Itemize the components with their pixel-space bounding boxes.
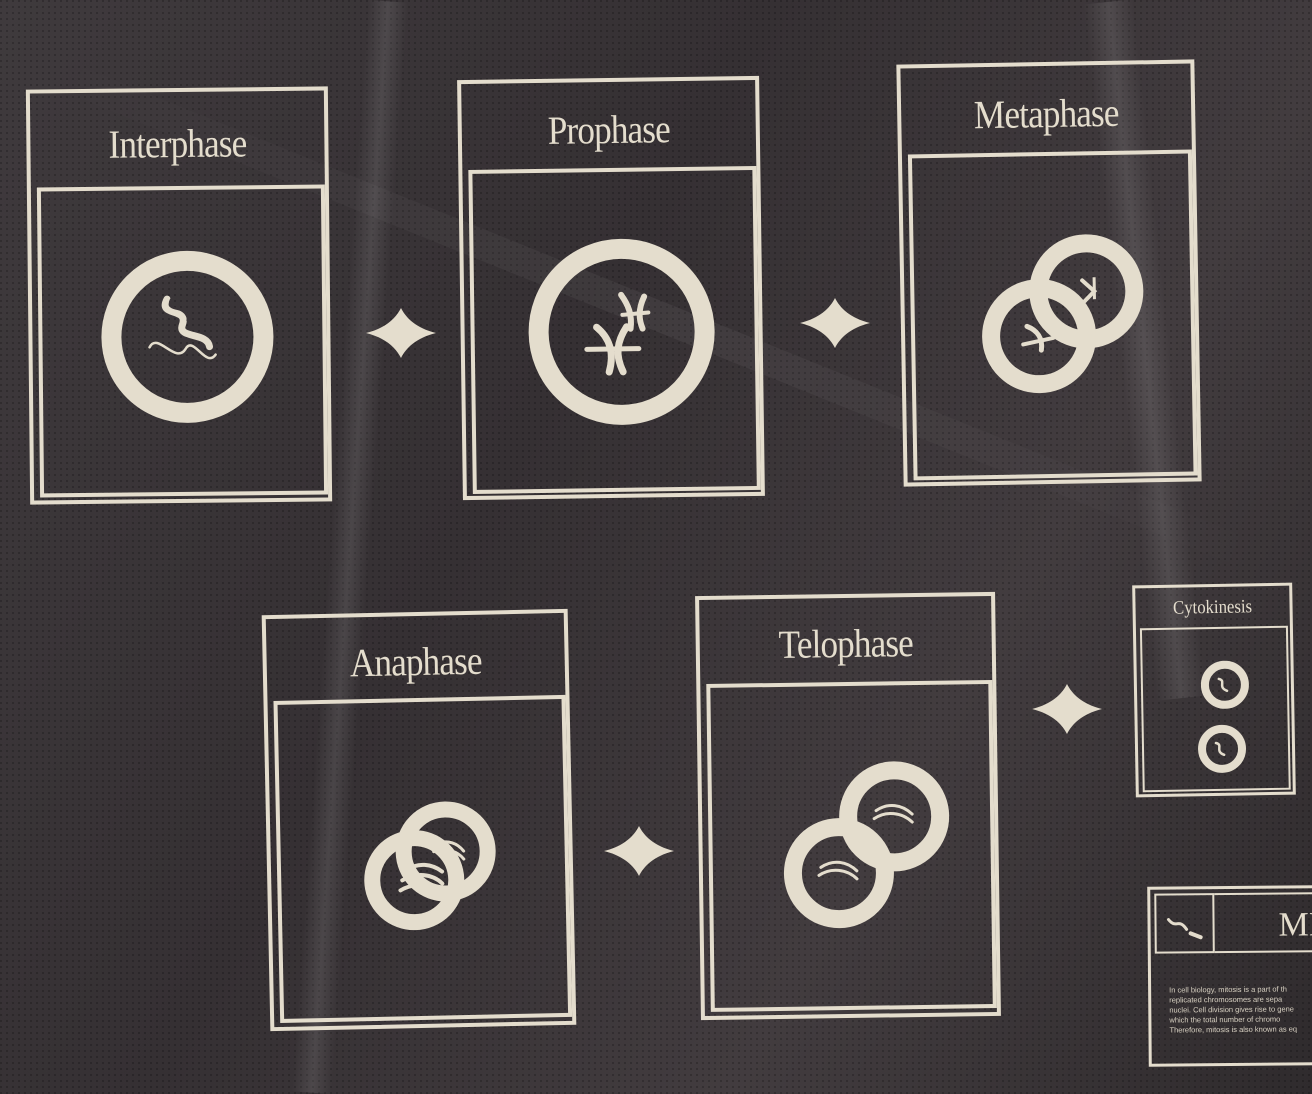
stage-card-interphase: Interphase bbox=[25, 86, 333, 505]
stage-panel bbox=[706, 679, 997, 1012]
info-card-title: MI bbox=[1278, 906, 1312, 944]
stage-panel bbox=[907, 149, 1198, 481]
stage-title: Cytokinesis bbox=[1172, 596, 1253, 619]
cell-anaphase-illustration bbox=[364, 801, 496, 931]
stage-card-metaphase: Metaphase bbox=[896, 59, 1202, 487]
info-card-body: In cell biology, mitosis is a part of th… bbox=[1169, 984, 1312, 1035]
cell-metaphase-illustration bbox=[982, 234, 1144, 394]
stage-title: Metaphase bbox=[973, 89, 1119, 138]
info-line: nuclei. Cell division gives rise to gene bbox=[1169, 1004, 1294, 1015]
cell-prophase-illustration bbox=[528, 238, 715, 425]
stage-panel bbox=[468, 165, 761, 494]
stage-card-cytokinesis: Cytokinesis bbox=[1132, 582, 1296, 798]
info-line: Therefore, mitosis is also known as eq bbox=[1169, 1024, 1298, 1035]
info-card-icon-box bbox=[1154, 893, 1215, 954]
chromosome-icon bbox=[1167, 918, 1203, 940]
stage-arrow-diamond bbox=[366, 308, 436, 358]
info-card: MI In cell biology, mitosis is a part of… bbox=[1147, 885, 1312, 1067]
cell-telophase-illustration bbox=[783, 761, 950, 929]
stage-arrow-diamond bbox=[604, 826, 674, 876]
cell-interphase-illustration bbox=[101, 250, 274, 423]
stage-card-prophase: Prophase bbox=[457, 75, 765, 501]
stage-card-anaphase: Anaphase bbox=[261, 608, 577, 1032]
stage-title: Telophase bbox=[778, 620, 914, 667]
stage-title: Prophase bbox=[547, 106, 671, 153]
stage-panel bbox=[273, 694, 573, 1023]
stage-card-telophase: Telophase bbox=[695, 591, 1001, 1021]
stage-panel bbox=[1139, 625, 1291, 793]
cell-cytokinesis-illustration bbox=[1198, 660, 1249, 773]
stage-arrow-diamond bbox=[1032, 684, 1102, 734]
stage-title: Interphase bbox=[108, 120, 247, 167]
stage-panel bbox=[36, 184, 329, 498]
stage-title: Anaphase bbox=[349, 637, 483, 686]
stage-arrow-diamond bbox=[800, 298, 870, 348]
info-card-title-box: MI bbox=[1214, 892, 1312, 954]
